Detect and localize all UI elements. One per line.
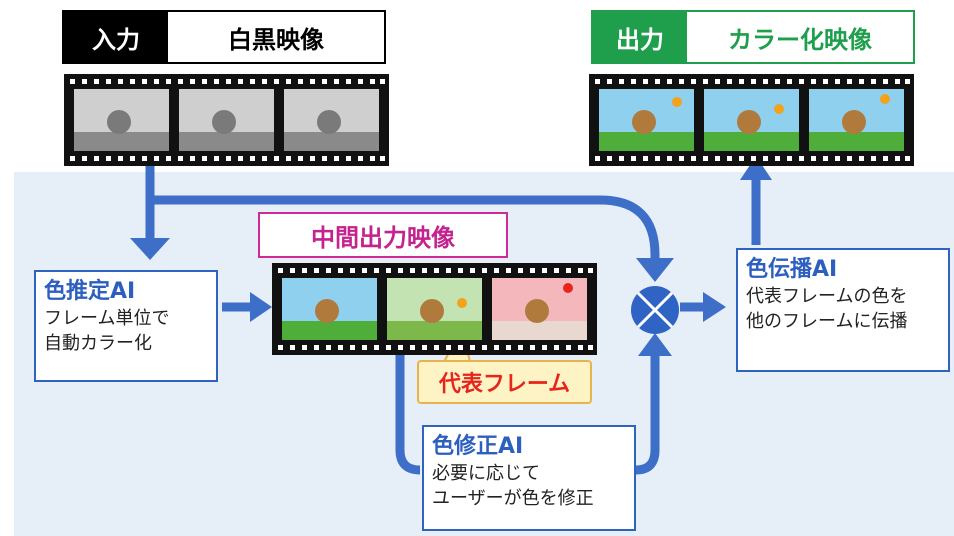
propagate-line-1: 代表フレームの色を — [746, 286, 908, 307]
combine-operator-icon — [631, 286, 679, 334]
color-propagation-box: 色伝播AI 代表フレームの色を 他のフレームに伝播 — [736, 248, 950, 372]
estimate-line-2: 自動カラー化 — [44, 333, 152, 354]
correct-line-1: 必要に応じて — [432, 463, 540, 484]
propagate-title: 色伝播AI — [746, 257, 838, 282]
output-value: カラー化映像 — [687, 12, 913, 62]
input-value: 白黒映像 — [168, 12, 384, 62]
input-tag: 入力 — [64, 12, 168, 62]
arrow-film-to-correct — [395, 335, 421, 475]
estimate-title: 色推定AI — [44, 279, 136, 304]
intermediate-film-strip-icon — [272, 263, 597, 355]
arrow-head-film — [250, 292, 272, 322]
representative-frame-callout: 代表フレーム — [417, 360, 592, 404]
arrow-correct-to-combine — [635, 355, 660, 475]
arrow-input-to-combine — [150, 195, 660, 268]
arrow-head-propagate — [703, 292, 726, 322]
output-film-strip-icon — [589, 74, 914, 166]
color-estimation-box: 色推定AI フレーム単位で 自動カラー化 — [34, 270, 218, 382]
input-film-strip-icon — [64, 74, 389, 166]
arrow-head-combine-bottom — [638, 333, 672, 356]
input-label: 入力 白黒映像 — [62, 10, 386, 64]
arrow-head-estimate — [130, 238, 170, 260]
estimate-line-1: フレーム単位で — [44, 308, 170, 329]
output-tag: 出力 — [593, 12, 687, 62]
correct-line-2: ユーザーが色を修正 — [432, 488, 594, 509]
intermediate-label: 中間出力映像 — [258, 212, 508, 258]
correct-title: 色修正AI — [432, 434, 524, 459]
arrow-head-combine-top — [636, 258, 674, 282]
arrow-head-output — [740, 156, 772, 180]
color-correction-box: 色修正AI 必要に応じて ユーザーが色を修正 — [422, 425, 636, 531]
output-label: 出力 カラー化映像 — [591, 10, 915, 64]
propagate-line-2: 他のフレームに伝播 — [746, 311, 908, 332]
